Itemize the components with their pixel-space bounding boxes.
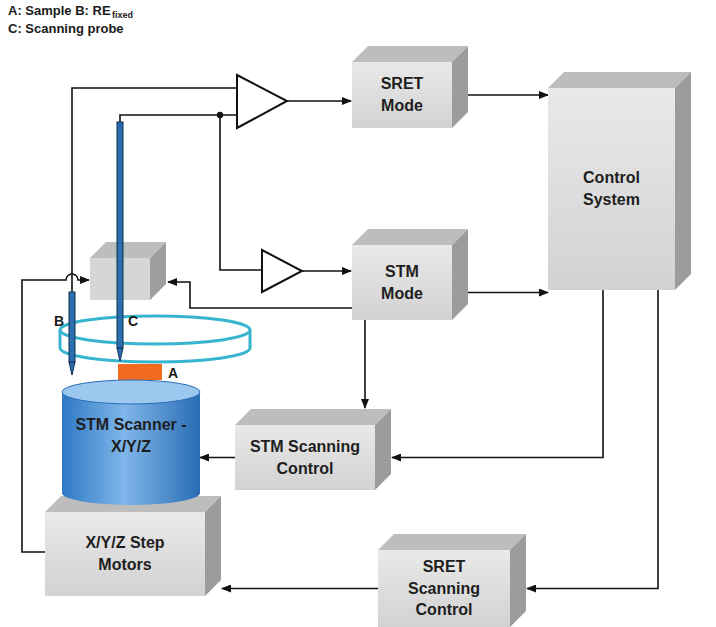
arrow-connector	[468, 292, 548, 294]
sample	[118, 364, 162, 380]
control-box: SRET Scanning Control	[378, 550, 510, 627]
scanner-cylinder: STM Scanner - X/Y/Z	[62, 380, 200, 505]
arrow-connector	[527, 290, 658, 589]
box-side	[375, 409, 391, 490]
arrow-connector	[200, 457, 235, 459]
box-side	[452, 229, 468, 320]
cylinder-body	[62, 392, 200, 505]
node-text: SRET Scanning Control	[388, 556, 500, 621]
signal-arrow	[287, 100, 351, 102]
reference-electrode	[69, 292, 75, 362]
node-text: SRET Mode	[367, 73, 437, 116]
probe-c-branch-wire	[220, 115, 262, 270]
box-top	[352, 46, 468, 62]
scanning-probe	[117, 122, 123, 348]
mode-box: STM Mode	[352, 245, 452, 320]
node-text: STM Mode	[367, 261, 437, 304]
control-box: Control System	[548, 88, 675, 290]
amplifier-symbol	[237, 75, 287, 128]
callout-letter: B	[54, 314, 64, 329]
cell-dish	[60, 330, 250, 362]
amplifier-symbol	[262, 250, 302, 292]
signal-arrow	[302, 270, 351, 272]
feedback-arrow	[168, 282, 352, 308]
reference-electrode	[69, 362, 75, 375]
key-text: C: Scanning probe	[8, 22, 124, 36]
callout-letter: A	[168, 366, 178, 381]
arrow-connector	[364, 320, 366, 408]
key-text: A: Sample B: RE	[8, 4, 111, 18]
callout-letter: C	[128, 314, 138, 329]
node-text: STM Scanner - X/Y/Z	[75, 414, 187, 457]
node-text: Control System	[572, 167, 652, 210]
mode-box: SRET Mode	[352, 62, 452, 128]
box-top	[548, 72, 691, 88]
box-side	[205, 496, 221, 596]
node-text: STM Scanning Control	[249, 436, 361, 479]
box-top	[352, 229, 468, 245]
box-top	[378, 534, 526, 550]
probe-holder	[150, 242, 166, 300]
box-top	[235, 409, 391, 425]
box-side	[510, 534, 526, 627]
scanning-probe	[117, 348, 123, 361]
cell-dish	[60, 316, 250, 344]
box-side	[675, 72, 691, 290]
cylinder-top	[62, 380, 200, 404]
box-top	[45, 496, 221, 512]
node-text: X/Y/Z Step Motors	[70, 532, 180, 575]
arrow-connector	[222, 588, 378, 590]
control-box: STM Scanning Control	[235, 425, 375, 490]
box-side	[452, 46, 468, 128]
key-text: fixed	[112, 11, 133, 21]
motor-box: X/Y/Z Step Motors	[45, 512, 205, 596]
